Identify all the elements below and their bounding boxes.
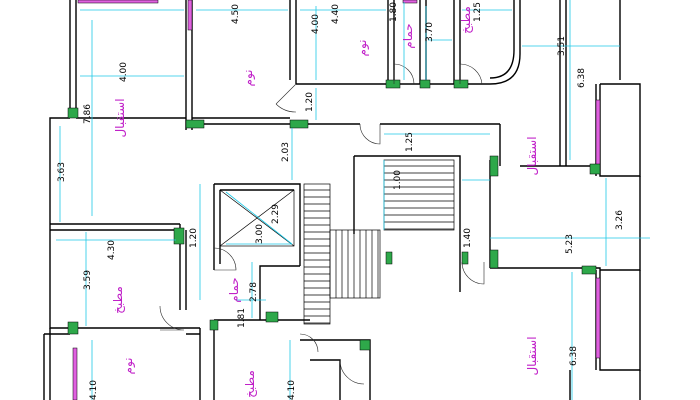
dim-359: 3.59 [83,270,93,290]
columns [67,79,601,351]
room-label-bedroom-bottom-left: نوم [121,358,136,375]
dim-180-top: 1.80 [389,2,399,22]
dimension-lines [56,0,650,400]
dim-300: 3.00 [255,224,265,244]
dim-125-mid: 1.25 [405,132,415,152]
dimension-labels: 4.50 4.40 4.00 1.80 3.70 1.25 3.51 6.38 … [57,2,625,400]
dim-370: 3.70 [425,22,435,42]
room-labels: استقبال استقبال استقبال نوم نوم نوم حمام… [111,6,539,398]
room-label-reception-right-upper: استقبال [525,136,539,175]
dim-430: 4.30 [107,240,117,260]
dim-410-left: 4.10 [89,380,99,400]
dim-440: 4.40 [331,4,341,24]
dim-786: 7.86 [83,104,93,124]
dim-351: 3.51 [557,36,567,56]
windows [72,0,601,400]
window-top-left [77,0,159,4]
room-label-bedroom-top-mid: نوم [355,40,370,57]
dim-278: 2.78 [249,282,259,302]
window-top-left-2 [187,0,193,31]
room-label-kitchen-bottom: مطبخ [243,370,257,398]
dim-120-lift: 1.20 [189,228,199,248]
dim-100: 1.00 [393,170,403,190]
room-label-bath-top-1: حمام [401,23,415,48]
stair-flight-mid [329,229,381,299]
window-right-upper [595,99,601,171]
staircase [303,159,455,325]
dim-450: 4.50 [231,4,241,24]
dim-638-top: 6.38 [577,68,587,88]
room-label-reception-right-lower: استقبال [525,336,539,375]
dim-181: 1.81 [237,308,247,328]
elevator-shaft [219,189,295,247]
room-label-bath-top-2: مطبخ [459,6,473,34]
dim-140: 1.40 [463,228,473,248]
room-label-bedroom-top: نوم [241,70,256,87]
window-bottom-left [72,347,78,400]
dim-638-bottom: 6.38 [569,346,579,366]
dim-410-mid: 4.10 [287,380,297,400]
dim-400-top: 4.00 [311,14,321,34]
dim-229: 2.29 [271,204,281,224]
dim-120-mid: 1.20 [305,92,315,112]
window-right-lower [595,277,601,359]
window-top-bath [402,0,418,4]
dim-523: 5.23 [565,234,575,254]
dim-400-left: 4.00 [119,62,129,82]
dim-326: 3.26 [615,210,625,230]
dim-125-top: 1.25 [473,2,483,22]
dim-363: 3.63 [57,162,67,182]
room-label-bath-mid: حمام [227,277,241,302]
dim-203: 2.03 [281,142,291,162]
doors [159,63,485,385]
room-label-reception-top-left: استقبال [113,98,127,137]
stair-treads [304,165,454,324]
room-label-kitchen-left: مطبخ [111,286,125,314]
